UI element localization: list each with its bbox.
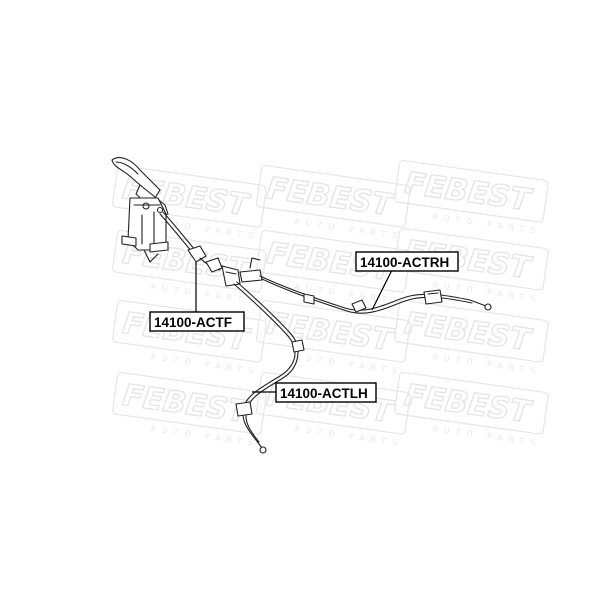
callout-front: 14100-ACTF xyxy=(149,262,245,332)
watermark-12: FEBEST AUTO PARTS xyxy=(394,371,549,448)
callout-rear-right-label: 14100-ACTRH xyxy=(360,255,449,270)
watermark-2: FEBEST AUTO PARTS xyxy=(256,164,411,241)
watermark-9: FEBEST AUTO PARTS xyxy=(394,299,549,376)
watermark-3: FEBEST AUTO PARTS xyxy=(394,159,549,236)
watermark-8: FEBEST AUTO PARTS xyxy=(256,299,411,376)
watermark-brand: FEBEST xyxy=(402,166,535,219)
handbrake-lever xyxy=(111,157,169,263)
callout-front-label: 14100-ACTF xyxy=(154,315,232,330)
front-cable xyxy=(159,211,223,273)
callout-rear-left: 14100-ACTLH xyxy=(252,382,377,403)
watermark-brand: FEBEST xyxy=(120,378,253,431)
watermark-brand: FEBEST xyxy=(402,378,535,431)
callout-rear-left-label: 14100-ACTLH xyxy=(280,386,368,401)
watermark-layer: FEBEST AUTO PARTS FEBEST AUTO PARTS FEBE… xyxy=(112,159,549,448)
rear-left-cable xyxy=(233,281,305,454)
callout-rear-right: 14100-ACTRH xyxy=(355,251,459,311)
watermark-brand: FEBEST xyxy=(264,171,397,224)
watermark-brand: FEBEST xyxy=(402,306,535,359)
